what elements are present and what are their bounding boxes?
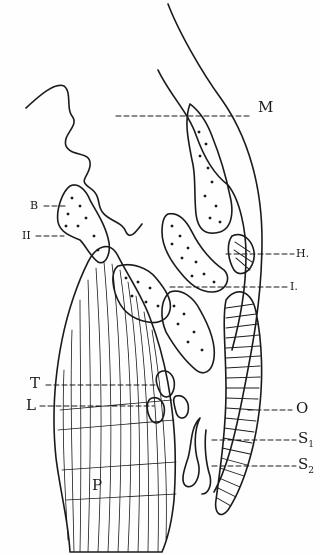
bone-I-dots	[125, 277, 160, 308]
label-S1-sub: 1	[308, 440, 314, 450]
wavy-outline	[26, 85, 142, 235]
label-M: M	[258, 100, 273, 115]
inner-outline	[158, 70, 246, 350]
outer-outline	[168, 4, 262, 492]
bone-lower-dots	[173, 305, 204, 352]
fragment-a	[156, 371, 174, 397]
bone-B	[58, 185, 110, 263]
label-O: O	[296, 401, 308, 416]
structure-S	[183, 418, 200, 487]
label-I: I.	[290, 281, 298, 292]
label-H: H.	[296, 248, 309, 259]
fragment-b	[174, 396, 189, 418]
label-S2-sub: 2	[308, 466, 314, 476]
label-L: L	[26, 398, 36, 413]
label-B: B	[30, 200, 38, 211]
label-S1-letter: S	[298, 429, 308, 447]
label-T: T	[30, 376, 40, 391]
small-striped-hatch	[234, 242, 252, 270]
bone-M	[187, 104, 232, 233]
structure-S-inner	[202, 430, 211, 494]
bone-M-dots	[198, 131, 222, 224]
label-S2: S2	[298, 457, 314, 476]
label-P: P	[92, 478, 102, 493]
label-II: II	[22, 230, 31, 241]
label-S2-letter: S	[298, 455, 308, 473]
label-S1: S1	[298, 431, 314, 450]
